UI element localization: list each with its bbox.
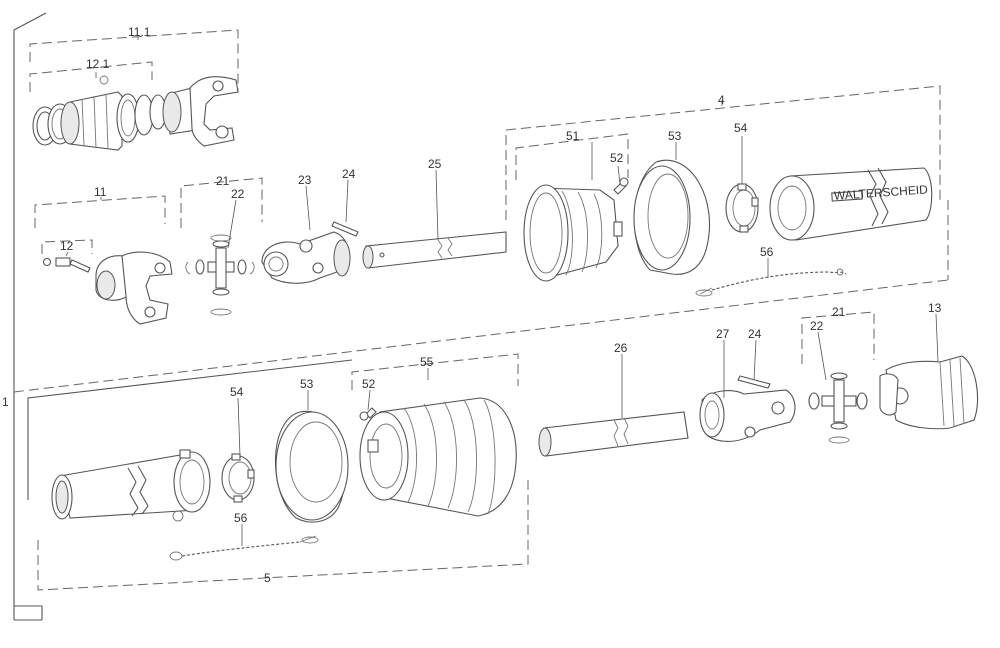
label-56-top: 56 bbox=[760, 245, 774, 259]
part-26-inner-tube bbox=[538, 411, 689, 457]
label-13: 13 bbox=[928, 301, 942, 315]
label-1: 1 bbox=[2, 395, 9, 409]
assembly-1-frame bbox=[13, 12, 47, 621]
label-23: 23 bbox=[298, 173, 312, 187]
part-11-yoke bbox=[95, 251, 173, 325]
assembly-11-1-bracket bbox=[29, 29, 239, 92]
part-24-pin-bottom bbox=[737, 375, 771, 389]
label-4: 4 bbox=[718, 93, 725, 107]
part-12-set-screw bbox=[42, 257, 91, 273]
part-53-ring-bottom bbox=[274, 410, 349, 523]
part-52-screw-top bbox=[613, 177, 629, 195]
part-labels: 11.1 12.1 4 51 52 53 54 11 21 22 23 24 2… bbox=[2, 25, 942, 585]
part-27-inner-yoke bbox=[699, 389, 796, 442]
part-56-chain-bottom bbox=[169, 535, 319, 561]
leader-lines bbox=[65, 72, 939, 546]
label-56-bottom: 56 bbox=[234, 511, 248, 525]
label-51: 51 bbox=[566, 129, 580, 143]
assembly-1-inner-frame bbox=[14, 359, 353, 620]
part-23-inner-yoke bbox=[261, 231, 351, 284]
assembly-21-bracket-top bbox=[180, 177, 263, 228]
label-54-bottom: 54 bbox=[230, 385, 244, 399]
part-13-wide-angle-yoke bbox=[879, 355, 979, 430]
label-53-top: 53 bbox=[668, 129, 682, 143]
label-55: 55 bbox=[420, 355, 434, 369]
assembly-11-bracket bbox=[34, 195, 166, 228]
assembly-12-1-bracket bbox=[29, 61, 153, 92]
label-21-top: 21 bbox=[216, 174, 230, 188]
label-21-bottom: 21 bbox=[832, 305, 846, 319]
label-11-1: 11.1 bbox=[128, 25, 151, 39]
part-53-ring-top bbox=[633, 159, 711, 275]
part-outer-tube-top: WALTERSCHEID bbox=[769, 167, 933, 241]
part-22-cross-top bbox=[185, 234, 255, 316]
part-25-inner-tube bbox=[362, 231, 507, 269]
label-52-bottom: 52 bbox=[362, 377, 376, 391]
label-52-top: 52 bbox=[610, 151, 624, 165]
part-55-bellows-bottom bbox=[359, 397, 517, 517]
label-24-bottom: 24 bbox=[748, 327, 762, 341]
part-11-1-yoke bbox=[162, 76, 239, 147]
part-22-cross-bottom bbox=[808, 372, 868, 444]
assembly-4-bracket bbox=[505, 85, 941, 220]
assembly-5-bracket bbox=[37, 480, 529, 591]
part-56-chain-top bbox=[695, 268, 847, 297]
label-25: 25 bbox=[428, 157, 442, 171]
assembly-divider bbox=[13, 200, 949, 393]
label-5: 5 bbox=[264, 571, 271, 585]
label-12-1: 12.1 bbox=[86, 57, 110, 71]
label-26: 26 bbox=[614, 341, 628, 355]
assembly-55-bracket bbox=[351, 353, 519, 390]
label-22-bottom: 22 bbox=[810, 319, 824, 333]
part-24-pin-top bbox=[331, 221, 359, 237]
assembly-21-bracket-bottom bbox=[801, 311, 875, 364]
label-54-top: 54 bbox=[734, 121, 748, 135]
assembly-12-bracket bbox=[41, 239, 93, 254]
label-12: 12 bbox=[60, 239, 74, 253]
part-54-bearing-ring-bottom bbox=[221, 453, 255, 503]
label-22-top: 22 bbox=[231, 187, 245, 201]
part-12-1-bearing-set bbox=[32, 75, 167, 151]
part-51-bellows-top bbox=[523, 184, 623, 282]
label-27: 27 bbox=[716, 327, 730, 341]
part-54-bearing-ring-top bbox=[725, 183, 759, 233]
tube-marking-text: WALTERSCHEID bbox=[833, 182, 928, 203]
assembly-51-bracket bbox=[515, 133, 629, 180]
part-52-screw-bottom bbox=[359, 407, 377, 421]
part-outer-tube-bottom bbox=[51, 449, 211, 522]
label-11: 11 bbox=[94, 185, 107, 199]
label-24-top: 24 bbox=[342, 167, 356, 181]
label-53-bottom: 53 bbox=[300, 377, 314, 391]
